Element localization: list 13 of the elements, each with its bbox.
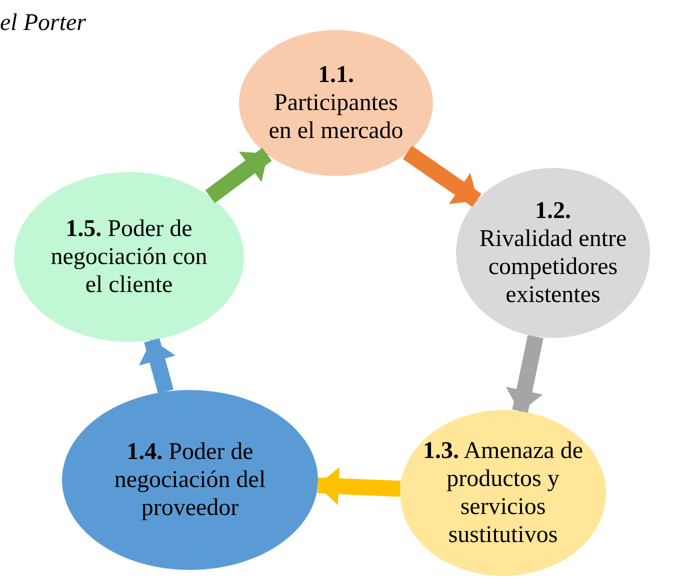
node-number: 1.1. [318, 61, 354, 89]
block-arrow [506, 334, 544, 413]
block-arrow [402, 146, 482, 207]
node-label: 1.5. Poder de negociación con el cliente [50, 215, 208, 299]
node-label: 1.4. Poder de negociación del proveedor [113, 438, 267, 522]
node-label: Rivalidad entre competidores existentes [479, 225, 627, 309]
title: el Porter [0, 9, 86, 38]
node-number: 1.2. [535, 197, 571, 225]
node-label: Participantes en el mercado [268, 89, 404, 145]
block-arrow [316, 467, 400, 506]
block-arrow [139, 338, 176, 394]
block-arrow [205, 148, 272, 204]
node-label: 1.3. Amenaza de productos y servicios sustitutivos [422, 437, 584, 549]
